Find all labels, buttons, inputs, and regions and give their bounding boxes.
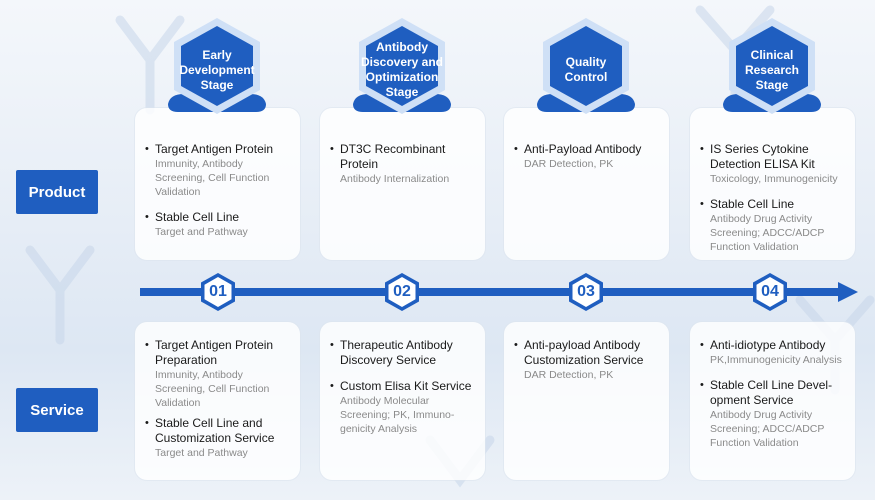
stage-2-header: Antibody Discovery and Optimization Stag…: [347, 16, 457, 124]
service-item-title: Anti-payload Antibody Customization Serv…: [514, 338, 661, 368]
service-item: Therapeutic Antibody Discovery Service: [330, 338, 477, 368]
stage-number: 02: [393, 283, 411, 300]
product-item-sub: Antibody Internalization: [340, 173, 450, 185]
product-item-sub: Immunity, Antibody Screening, Cell Funct…: [155, 158, 270, 198]
hexagon-node-icon: [753, 273, 787, 311]
service-item-title: Anti-idiotype Antibody: [700, 338, 847, 353]
stage-3-number-node: 03: [566, 272, 606, 312]
stage-4-service-card: Anti-idiotype Antibody PK,Immunogenicity…: [690, 322, 855, 480]
stage-title: Clinical Research Stage: [744, 47, 800, 92]
hexagon-badge-icon: [353, 18, 451, 114]
service-item: Target Antigen Protein Preparation Immun…: [145, 338, 292, 410]
stage-3-header: Quality Control: [531, 16, 641, 124]
product-item: Stable Cell Line Antibody Drug Activity …: [700, 197, 847, 254]
hexagon-badge-icon: [168, 18, 266, 114]
stage-2-number-node: 02: [382, 272, 422, 312]
service-item-sub: PK,Immunogenicity Analysis: [710, 354, 842, 366]
product-item-sub: Antibody Drug Activity Screening; ADCC/A…: [710, 213, 825, 253]
stage-title: Antibody Discovery and Optimization Stag…: [360, 40, 444, 99]
service-item-title: Stable Cell Line Devel-opment Service: [700, 378, 847, 408]
hexagon-node-icon: [385, 273, 419, 311]
service-item: Anti-idiotype Antibody PK,Immunogenicity…: [700, 338, 847, 367]
service-item-title: Stable Cell Line and Customization Servi…: [145, 416, 292, 446]
service-item-title: Custom Elisa Kit Service: [330, 379, 477, 394]
product-item-title: DT3C Recombinant Protein: [330, 142, 477, 172]
service-item-sub: Target and Pathway: [155, 447, 248, 459]
service-item: Stable Cell Line Devel-opment Service An…: [700, 378, 847, 450]
service-item-sub: Antibody Drug Activity Screening; ADCC/A…: [710, 409, 825, 449]
stage-1-product-card: Target Antigen Protein Immunity, Antibod…: [135, 108, 300, 260]
service-item: Custom Elisa Kit Service Antibody Molecu…: [330, 379, 477, 436]
service-item: Stable Cell Line and Customization Servi…: [145, 416, 292, 460]
hexagon-badge-icon: [723, 18, 821, 114]
product-item-sub: Toxicology, Immunogenicity: [710, 173, 838, 185]
product-item-title: Stable Cell Line: [700, 197, 847, 212]
service-item-sub: Antibody Molecular Screening; PK, Immuno…: [340, 395, 455, 435]
product-label: Product: [16, 170, 98, 214]
product-item: IS Series Cytokine Detection ELISA Kit T…: [700, 142, 847, 186]
stage-title: Early Development Stage: [179, 47, 255, 92]
stage-number: 03: [577, 283, 595, 300]
stage-3-service-card: Anti-payload Antibody Customization Serv…: [504, 322, 669, 480]
stage-4-product-card: IS Series Cytokine Detection ELISA Kit T…: [690, 108, 855, 260]
hexagon-node-icon: [569, 273, 603, 311]
service-item-title: Target Antigen Protein Preparation: [145, 338, 292, 368]
service-item: Anti-payload Antibody Customization Serv…: [514, 338, 661, 382]
stage-1-number-node: 01: [198, 272, 238, 312]
product-item: DT3C Recombinant Protein Antibody Intern…: [330, 142, 477, 186]
product-item-title: Anti-Payload Antibody: [514, 142, 661, 157]
product-item-sub: Target and Pathway: [155, 226, 248, 238]
product-item-sub: DAR Detection, PK: [524, 158, 614, 170]
product-item: Stable Cell Line Target and Pathway: [145, 210, 292, 239]
service-item-sub: Immunity, Antibody Screening, Cell Funct…: [155, 369, 270, 409]
stage-3-product-card: Anti-Payload Antibody DAR Detection, PK: [504, 108, 669, 260]
stage-2-product-card: DT3C Recombinant Protein Antibody Intern…: [320, 108, 485, 260]
service-label: Service: [16, 388, 98, 432]
hexagon-badge-icon: [537, 18, 635, 114]
stage-4-header: Clinical Research Stage: [717, 16, 827, 124]
product-item-title: Target Antigen Protein: [145, 142, 292, 157]
stage-1-header: Early Development Stage: [162, 16, 272, 124]
product-item: Anti-Payload Antibody DAR Detection, PK: [514, 142, 661, 171]
stage-2-service-card: Therapeutic Antibody Discovery Service C…: [320, 322, 485, 480]
stage-1-service-card: Target Antigen Protein Preparation Immun…: [135, 322, 300, 480]
stage-number: 01: [209, 283, 227, 300]
hexagon-node-icon: [201, 273, 235, 311]
service-item-title: Therapeutic Antibody Discovery Service: [330, 338, 477, 368]
stage-title: Quality Control: [564, 55, 608, 84]
product-item-title: IS Series Cytokine Detection ELISA Kit: [700, 142, 847, 172]
stage-number: 04: [761, 283, 779, 300]
product-item: Target Antigen Protein Immunity, Antibod…: [145, 142, 292, 199]
product-item-title: Stable Cell Line: [145, 210, 292, 225]
stage-4-number-node: 04: [750, 272, 790, 312]
service-item-sub: DAR Detection, PK: [524, 369, 614, 381]
